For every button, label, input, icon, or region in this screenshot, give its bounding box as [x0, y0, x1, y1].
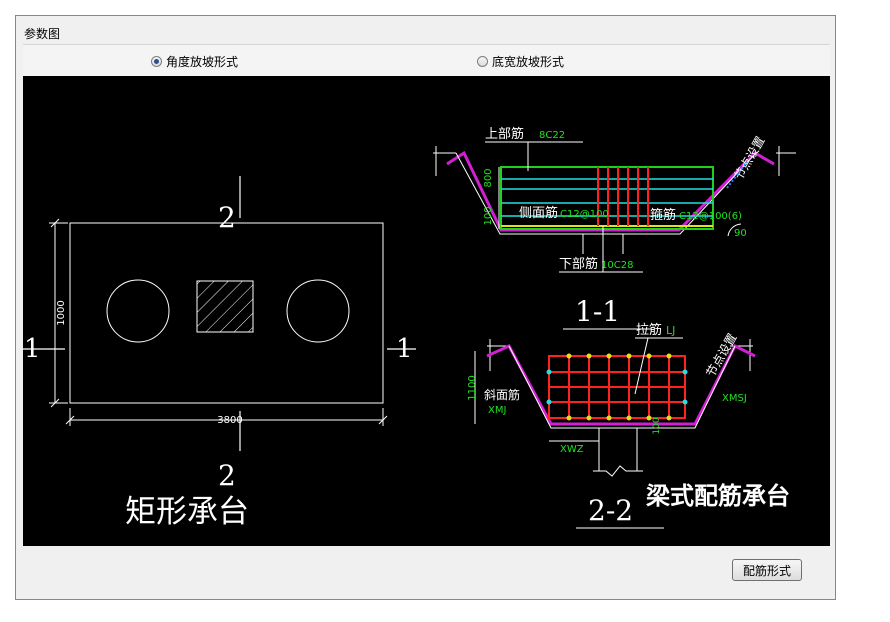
right-rebar-value: XMSJ	[722, 393, 747, 404]
section-mark-top: 2	[218, 201, 236, 234]
pile-cap-outline	[69, 222, 384, 404]
side-rebar-value: C12@100	[560, 209, 609, 220]
tie-label: 拉筋	[636, 322, 662, 338]
section-mark-left: 1	[24, 334, 41, 364]
column	[196, 280, 254, 333]
section22-caption: 2-2	[588, 494, 633, 527]
section-mark-bottom: 2	[218, 459, 236, 492]
top-rebar-value: 8C22	[539, 130, 565, 141]
main-caption: 梁式配筋承台	[645, 482, 790, 510]
height-dim-22: 1100	[467, 375, 478, 400]
height-dim: 800	[483, 168, 494, 187]
left-dim: 100	[483, 206, 494, 225]
angle-slope-label: 角度放坡形式	[166, 55, 239, 69]
parameter-window: 参数图 角度放坡形式 底宽放坡形式	[15, 15, 836, 600]
section-2-2: 拉筋 LJ 斜面筋 XMJ XMSJ XWZ 1100 100 节点设置 2-2	[467, 322, 756, 529]
section-mark-right: 1	[396, 334, 413, 364]
rebar-form-button[interactable]: 配筋形式	[732, 559, 802, 581]
radio-checked-icon	[151, 56, 162, 67]
bottom-rebar-label: 下部筋	[559, 256, 598, 272]
section11-caption: 1-1	[575, 295, 620, 328]
plan-caption: 矩形承台	[125, 494, 249, 530]
section-1-1: 上部筋 8C22 侧面筋 C12@100 箍筋 C12@100(6) 下部筋 1…	[433, 126, 796, 330]
plan-width-dim: 3800	[217, 415, 242, 426]
top-rebar-label: 上部筋	[485, 126, 524, 142]
stirrup-value: C12@100(6)	[679, 211, 742, 222]
pile-left	[106, 279, 170, 343]
drawing-canvas: 1000 3800 2 2 1 1 矩形承台	[23, 76, 830, 546]
base-width-slope-radio[interactable]: 底宽放坡形式	[477, 53, 564, 70]
slope-mode-bar: 角度放坡形式 底宽放坡形式	[23, 44, 830, 77]
plan-height-dim: 1000	[56, 300, 67, 325]
tie-value: LJ	[666, 324, 675, 337]
pile-right	[286, 279, 350, 343]
side-rebar-label: 侧面筋	[519, 205, 558, 221]
bottom-value: XWZ	[560, 444, 584, 455]
slope-rebar-label: 斜面筋	[484, 387, 520, 402]
angle-slope-radio[interactable]: 角度放坡形式	[151, 53, 238, 70]
window-title: 参数图	[24, 27, 61, 41]
stirrup-label: 箍筋	[650, 207, 676, 223]
slope-rebar-value: XMJ	[488, 405, 506, 416]
small-dim-22: 100	[652, 417, 662, 434]
base-width-slope-label: 底宽放坡形式	[492, 55, 565, 69]
radio-unchecked-icon	[477, 56, 488, 67]
plan-view: 1000 3800 2 2 1 1 矩形承台	[23, 176, 416, 530]
bottom-rebar-value: 10C28	[601, 260, 633, 271]
angle-value: 90	[734, 228, 747, 239]
